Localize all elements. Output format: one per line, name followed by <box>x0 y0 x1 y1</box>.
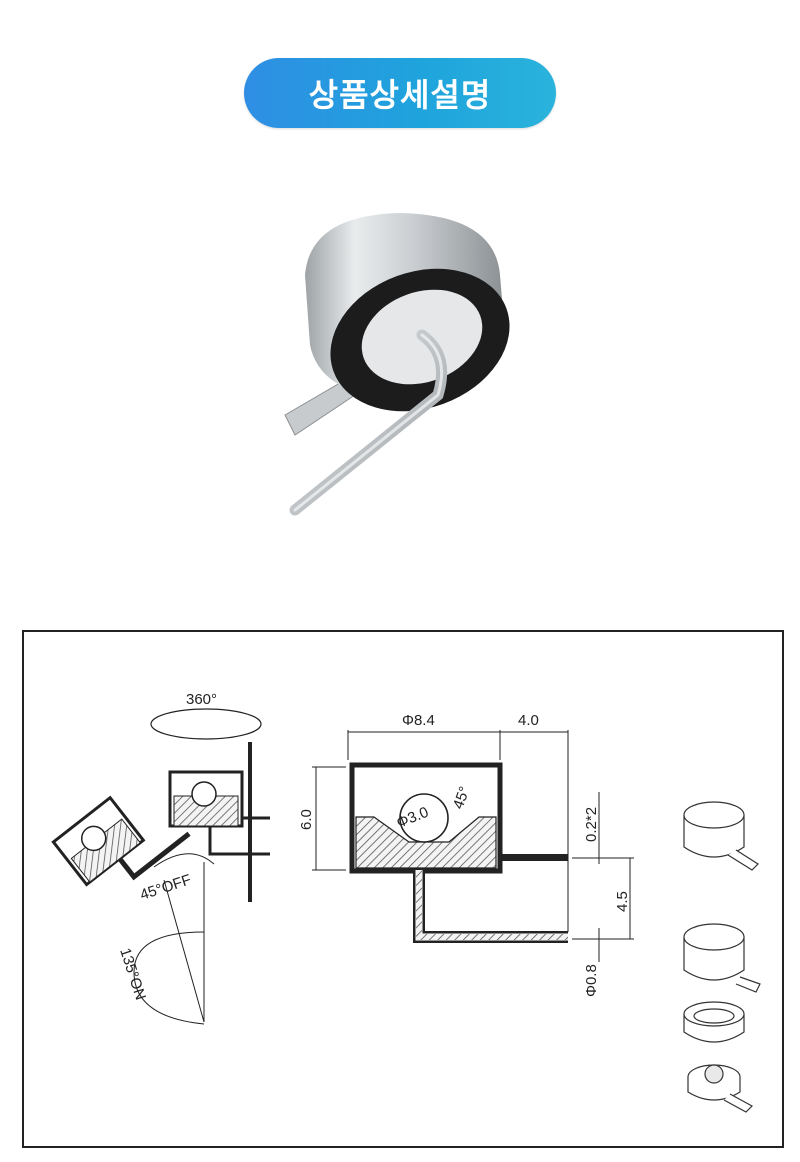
technical-drawing-svg: 360° 45°OFF 135°ON <box>51 691 761 1113</box>
off-angle-label: 45°OFF <box>138 871 193 903</box>
height-label: 6.0 <box>298 809 315 830</box>
pin-size-label: 0.2*2 <box>583 807 600 842</box>
product-photo <box>284 213 510 516</box>
groove-angle-label: 45° <box>450 784 474 811</box>
dimension-lines <box>312 730 634 962</box>
base-part-view <box>687 1064 753 1113</box>
switch-upright-view <box>168 742 270 902</box>
rotation-diagram: 360° <box>150 691 262 740</box>
rotation-label: 360° <box>186 691 217 708</box>
cap-part-view <box>683 923 761 993</box>
on-angle-label: 135°ON <box>116 946 149 1002</box>
pin-spacing-label: 4.5 <box>614 891 631 912</box>
switch-tilted-view <box>51 795 191 887</box>
assembled-view <box>683 801 759 871</box>
page-title: 상품상세설명 <box>244 58 556 128</box>
page-title-text: 상품상세설명 <box>308 76 492 114</box>
main-cross-section: Φ3.0 45° <box>349 762 568 943</box>
angle-diagram: 45°OFF 135°ON <box>116 853 215 1025</box>
technical-drawing: 360° 45°OFF 135°ON <box>22 630 784 1148</box>
lead-diameter-label: Φ0.8 <box>583 964 600 997</box>
diameter-label: Φ8.4 <box>402 712 435 729</box>
depth-label: 4.0 <box>518 712 539 729</box>
ring-part-view <box>683 1001 745 1043</box>
